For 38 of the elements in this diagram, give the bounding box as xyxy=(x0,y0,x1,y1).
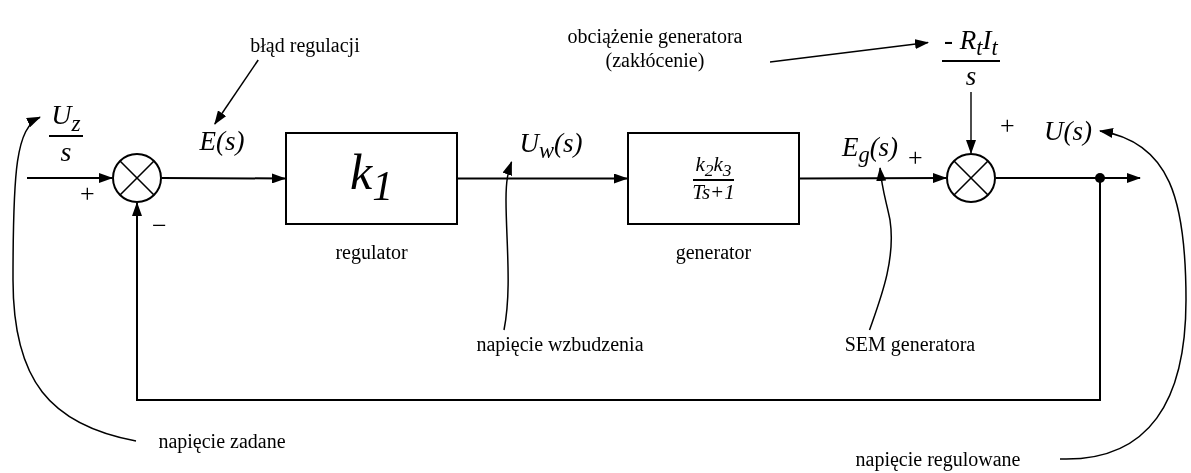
block-caption: generator xyxy=(674,240,753,264)
gain-symbol: k$_{1}$ xyxy=(350,154,393,203)
denominator: s xyxy=(965,62,977,92)
annotation-text: napięcie regulowane xyxy=(816,446,1060,472)
denominator: Ts+1 xyxy=(692,181,735,205)
leader-line xyxy=(214,59,259,125)
sign-label: − xyxy=(152,212,167,240)
summing-junction xyxy=(946,153,996,203)
signal-arrow xyxy=(966,91,976,154)
leader-line xyxy=(12,116,137,442)
annotation-text: napięcie zadane xyxy=(136,427,308,455)
leader-line xyxy=(1059,129,1187,460)
sign-label: + xyxy=(908,144,923,172)
leader-line xyxy=(868,167,893,331)
annotation-text: SEM generatora xyxy=(822,330,998,358)
annotation-text: błąd regulacji xyxy=(215,30,395,60)
signal-arrow xyxy=(26,173,113,183)
signal-arrow xyxy=(161,173,286,184)
annotation-text: obciążenie generatora (zakłócenie) xyxy=(540,20,770,76)
transfer-function-block xyxy=(285,132,458,225)
leader-line xyxy=(769,39,929,63)
sign-label: + xyxy=(80,180,95,208)
summing-junction xyxy=(112,153,162,203)
annotation-text: napięcie wzbudzenia xyxy=(460,330,660,358)
signal-arrow xyxy=(799,173,947,184)
transfer-function-block xyxy=(627,132,800,225)
denominator: s xyxy=(60,137,72,168)
feedback-arrow xyxy=(132,177,1101,401)
signal-label: U$_{w}$(s) xyxy=(504,126,598,162)
signal-label: E(s) xyxy=(186,124,258,158)
numerator: k$_{2}$k$_{3}$ xyxy=(693,152,734,182)
numerator: U$_{z}$ xyxy=(49,100,83,138)
leader-line xyxy=(502,161,513,331)
block-caption: regulator xyxy=(334,240,409,264)
signal-label: U(s) xyxy=(1036,114,1100,148)
numerator: - R$_{t}$I$_{t}$ xyxy=(942,26,1000,63)
signal-arrow xyxy=(457,173,628,184)
sign-label: + xyxy=(1000,112,1015,140)
